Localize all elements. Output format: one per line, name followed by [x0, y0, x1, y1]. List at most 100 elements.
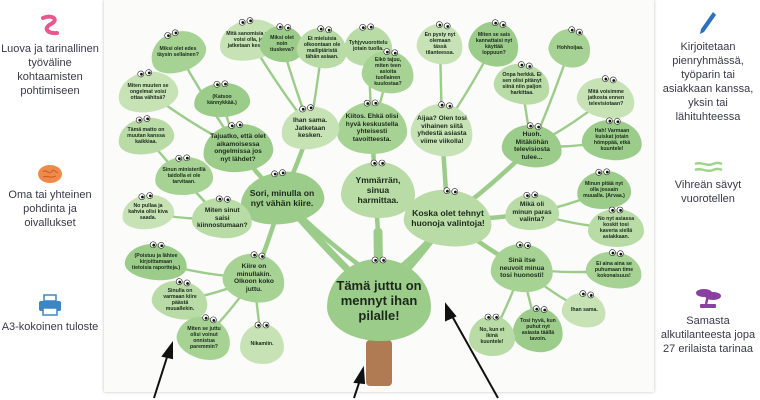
- leaf-text: Aijaa? Olen tosi vihainen siitä yhdestä …: [417, 114, 467, 145]
- leaf-eyes-icon: [271, 169, 286, 178]
- branch-leaf: Sori, minulla on nyt vähän kiire.: [236, 166, 328, 230]
- branch-leaf: Aijaa? Olen tosi vihainen siitä yhdestä …: [407, 99, 477, 161]
- leaf-text: Et mieluisia olkoontaan ole mailipiärist…: [303, 36, 341, 60]
- branch-leaf: Koska olet tehnyt huonoja valintoja!: [401, 185, 495, 251]
- leaf-eyes-icon: [202, 314, 217, 324]
- leaf-text: Miten muuten se ongelmat voisi ottaa väh…: [127, 83, 169, 101]
- leaf-eyes-icon: [484, 313, 500, 321]
- branch-leaf: Sinun ministerillä taidolla ei ole tarvi…: [153, 154, 215, 197]
- branch-leaf: En pysty nyt olemaan tässä tilanteessa.: [413, 20, 467, 68]
- leaf-text: Kiitos. Ehkä olisi hyvä keskustella yhte…: [345, 112, 399, 143]
- leaf-eyes-icon: [371, 256, 387, 264]
- leaf-text: Eikö tajuu, miten teen asioita tuollaine…: [374, 57, 402, 87]
- branch-leaf: Nikamiin.: [240, 321, 284, 364]
- leaf-text: Mitä voisimme jatkosta ennen televisiota…: [587, 89, 625, 107]
- branch-leaf: Miten se sais kannattaisi nyt käyttää lo…: [464, 16, 524, 72]
- leaf-text: Koska olet tehnyt huonoja valintoja!: [411, 208, 485, 228]
- branch-leaf: Miksi olet edes täysin sellainen?: [144, 23, 212, 81]
- leaf-eyes-icon: [363, 99, 379, 107]
- branch-leaf: Minun pitää nyt olla jossain muualla. (A…: [575, 168, 633, 211]
- leaf-eyes-icon: [137, 69, 152, 78]
- leaf-eyes-icon: [370, 159, 386, 167]
- leaf-text: No pullaa ja kahvia olisi kiva saada.: [128, 203, 168, 221]
- leaf-eyes-icon: [238, 17, 254, 26]
- branch-leaf: Miten se juttu olisi voinut onnistua par…: [172, 310, 236, 366]
- leaf-text: Sinulla on varmaan kiire päästä muuallek…: [163, 288, 197, 312]
- branch-leaf: Kiire on minullakin. Olkoon koko juttu.: [219, 248, 289, 308]
- leaf-eyes-icon: [602, 75, 617, 84]
- branch-leaf: Et mieluisia olkoontaan ole mailipiärist…: [294, 24, 350, 72]
- leaf-eyes-icon: [526, 122, 542, 130]
- leaf-text: (Katsoo kännykkää.): [207, 94, 237, 106]
- leaf-eyes-icon: [250, 251, 266, 260]
- branch-leaf: Huoh. Mitäköhän televisiosta tulee...: [499, 121, 565, 171]
- branch-leaf: Mikä oli minun paras valinta?: [503, 191, 561, 232]
- leaf-text: Miten sinut saisi kiinnostumaan?: [196, 206, 248, 229]
- feature-story-count: Samasta alkutilanteesta jopa 27 erilaist…: [658, 286, 758, 356]
- leaf-eyes-icon: [164, 29, 179, 39]
- feature-reflection: Oma tai yhteinen pohdinta ja oivallukset: [0, 164, 100, 230]
- feature-writing-mode: Kirjoitetaan pienryhmässä, työparin tai …: [658, 10, 758, 124]
- leaf-eyes-icon: [149, 241, 165, 249]
- leaf-eyes-icon: [254, 321, 270, 329]
- leaf-text: Miksi olet edes täysin sellainen?: [157, 46, 199, 58]
- dialogue-tree-poster: Ymmärrän, sinua harmittaa. Tämä juttu on …: [104, 0, 654, 392]
- leaf-text: Mikä oli minun paras valinta?: [512, 200, 552, 223]
- feature-label: Kirjoitetaan pienryhmässä, työparin tai …: [662, 41, 754, 123]
- branch-leaf: (Poistuu ja lähtee kirjoittamaan tietois…: [123, 241, 189, 283]
- branch-leaf: Onpa herkkä. Ei sen olisi pitänyt siinä …: [490, 59, 554, 109]
- leaf-text: En pysty nyt olemaan tässä tilanteessa.: [424, 32, 456, 56]
- tree-trunk: [366, 340, 392, 386]
- leaf-eyes-icon: [138, 192, 154, 201]
- leaf-eyes-icon: [276, 23, 292, 31]
- leaf-eyes-icon: [317, 25, 332, 34]
- branch-leaf: Hah! Varmaan kuiskat jotain hömppää, etk…: [580, 117, 644, 163]
- branch-leaf: Eikö tajuu, miten teen asioita tuollaine…: [359, 47, 417, 97]
- leaf-eyes-icon: [579, 290, 595, 299]
- leaf-text: Kiire on minullakin. Olkoon koko juttu.: [234, 262, 274, 293]
- feature-green-shades: Vihreän sävyt vuorotellen: [658, 160, 758, 206]
- center-leaf: Ymmärrän, sinua harmittaa.: [341, 159, 415, 218]
- leaf-eyes-icon: [491, 19, 507, 28]
- feature-creative-tool: Luova ja tarinallinen työväline kohtaami…: [0, 14, 100, 98]
- branch-leaf: Sinulla on varmaan kiire päästä muuallek…: [149, 276, 211, 324]
- branch-leaf: Mitä voisimme jatkosta ennen televisiota…: [573, 73, 639, 123]
- leaf-eyes-icon: [608, 206, 624, 214]
- leaf-eyes-icon: [532, 305, 548, 313]
- leaf-text: Ihan sama. Jatketaan kesken.: [292, 116, 328, 139]
- leaf-eyes-icon: [609, 249, 624, 258]
- leaf-text: (Poistuu ja lähtee kirjoittamaan tietois…: [131, 253, 181, 271]
- green-lines-icon: [694, 161, 723, 173]
- branch-leaf: Hohhoijaa.: [544, 23, 596, 73]
- branch-leaf: Mitä sanomisia sitä voisi olla, jos jatk…: [215, 13, 285, 67]
- branch-leaf: Tosi hyvä, kun puhut nyt asiasta täällä …: [510, 305, 566, 355]
- leaf-text: Ei aina aina se puhumaan time kokonaisuu…: [594, 261, 634, 279]
- leaf-eyes-icon: [568, 26, 583, 36]
- leaf-eyes-icon: [516, 241, 531, 249]
- leaf-eyes-icon: [135, 115, 151, 124]
- branch-leaf: Tämä matto on muutan kanssa kaikkiaa.: [115, 113, 177, 159]
- feature-label: A3-kokoinen tuloste: [1, 321, 99, 333]
- leaf-text: Tosi hyvä, kun puhut nyt asiasta täällä …: [520, 318, 556, 342]
- leaf-eyes-icon: [383, 48, 399, 57]
- branch-leaf: Ei aina aina se puhumaan time kokonaisuu…: [583, 248, 645, 292]
- pen-icon: [700, 12, 716, 34]
- branch-leaf: No, kun et ikinä kuuntele!: [469, 313, 515, 356]
- leaf-eyes-icon: [606, 117, 621, 125]
- feature-print-size: A3-kokoinen tuloste: [0, 294, 100, 334]
- leaf-text: Sori, minulla on nyt vähän kiire.: [249, 188, 315, 208]
- leaf-text: No nyt asiassa koskit tosi kaveria siell…: [597, 216, 635, 240]
- leaf-eyes-icon: [216, 195, 231, 203]
- story-swirl-icon: [41, 14, 59, 36]
- leaf-eyes-icon: [443, 187, 459, 195]
- leaf-text: Sinä itse neuvoit minua tosi huonosti!: [499, 256, 545, 279]
- leaf-text: Tämä juttu on mennyt ihan pilalle!: [336, 277, 422, 323]
- branch-leaf: Ihan sama. Jatketaan kesken.: [277, 102, 343, 154]
- leaf-text: Hohhoijaa.: [556, 44, 584, 51]
- leaf-eyes-icon: [228, 121, 243, 129]
- bonsai-icon: [696, 289, 721, 308]
- branch-leaf: Kiitos. Ehkä olisi hyvä keskustella yhte…: [336, 99, 408, 156]
- printer-icon: [39, 294, 61, 316]
- root-leaf: Tämä juttu on mennyt ihan pilalle!: [327, 256, 431, 341]
- leaf-text: Nikamiin.: [250, 341, 274, 347]
